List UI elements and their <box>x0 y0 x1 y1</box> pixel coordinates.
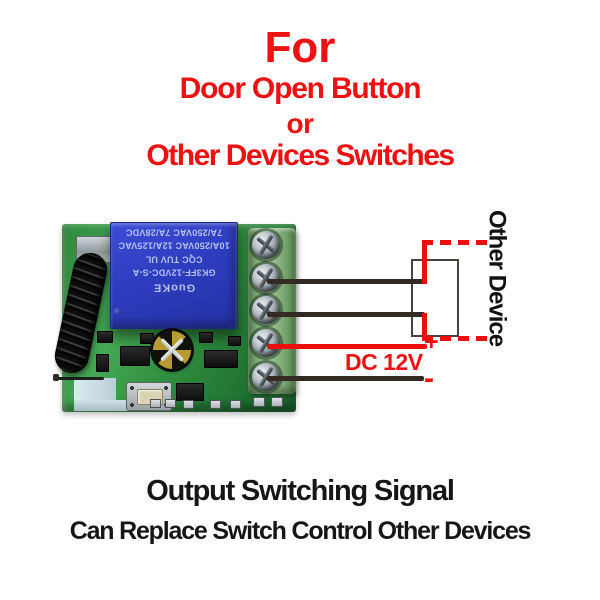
terminal-screw-3 <box>252 296 280 324</box>
smd-component <box>199 332 213 343</box>
relay-rating-label-1: 7A/250VAC 7A/28VDC <box>125 227 223 238</box>
power-wire-negative <box>267 376 424 381</box>
smd-component <box>140 333 154 344</box>
smd-component <box>204 350 238 368</box>
antenna-pin-tip <box>53 374 59 381</box>
relay-model-label: GK3FF-12VDC-S-A <box>132 268 216 278</box>
other-device-label: Other Device <box>483 210 511 347</box>
smd-component <box>97 331 113 343</box>
antenna-pin <box>56 377 104 380</box>
smd-component <box>96 354 109 372</box>
solder-pad <box>253 397 265 407</box>
caption-line-2: Can Replace Switch Control Other Devices <box>69 517 532 545</box>
caption-line-1: Output Switching Signal <box>146 475 455 507</box>
other-device-box <box>411 259 459 337</box>
dashed-wire-bottom <box>422 336 494 341</box>
switch-signal-wire-1 <box>267 279 425 284</box>
pcb-edge-strip-bottom <box>74 400 170 411</box>
solder-pad <box>230 400 241 409</box>
relay-markings: GuoKE GK3FF-12VDC-S-A CQC TUV UL 10A/250… <box>111 225 237 296</box>
headline-line-3: or <box>286 108 315 139</box>
terminal-screw-4 <box>252 329 280 357</box>
solder-pad <box>183 400 194 409</box>
smd-transistor <box>176 383 204 401</box>
solder-pad <box>210 400 221 409</box>
smd-ic-chip <box>120 346 150 366</box>
solder-pad <box>150 399 161 408</box>
blue-relay: GuoKE GK3FF-12VDC-S-A CQC TUV UL 10A/250… <box>110 222 238 329</box>
relay-mold-dot <box>114 308 121 315</box>
positive-label: + <box>424 328 439 356</box>
power-wire-positive <box>267 344 427 349</box>
dashed-wire-top <box>422 240 494 245</box>
headline-line-1: For <box>264 23 336 72</box>
electrolytic-capacitor <box>153 331 191 369</box>
headline-line-4: Other Devices Switches <box>146 139 455 172</box>
terminal-screw-2 <box>252 264 280 292</box>
relay-brand-label: GuoKE <box>152 281 196 294</box>
negative-label: - <box>424 362 434 395</box>
relay-certs-label: CQC TUV UL <box>145 254 203 265</box>
red-link-bottom <box>422 313 427 341</box>
headline-line-2: Door Open Button <box>179 72 422 105</box>
smd-component <box>228 336 241 346</box>
solder-pad <box>165 399 176 408</box>
red-link-top <box>422 240 427 284</box>
power-label: DC 12V <box>345 349 423 375</box>
solder-pad <box>271 397 283 407</box>
terminal-screw-1 <box>252 231 280 259</box>
switch-signal-wire-2 <box>267 312 425 317</box>
relay-rating-label-2: 10A/250VAC 12A/125VAC <box>118 241 230 251</box>
